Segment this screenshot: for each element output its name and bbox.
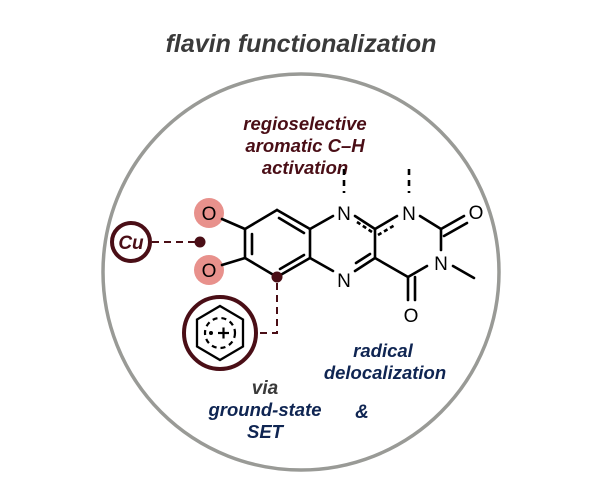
radical-line-2: delocalization	[324, 362, 446, 383]
atom-o4: O	[404, 306, 419, 327]
activation-line-2: aromatic C–H	[245, 135, 365, 156]
radical-line-1: radical	[353, 340, 414, 361]
activation-line-1: regioselective	[243, 113, 366, 134]
flavin-bonds	[220, 208, 476, 302]
atom-n1: N	[402, 204, 416, 225]
arene-radical-cation-icon	[182, 295, 258, 371]
atom-n10: N	[337, 204, 351, 225]
radical-label: radical delocalization	[324, 340, 446, 383]
atom-o2: O	[469, 203, 484, 224]
copper-label: Cu	[118, 233, 144, 254]
via-label: via	[252, 378, 279, 399]
ampersand-label: &	[355, 402, 369, 423]
copper-binding-dot	[194, 236, 206, 248]
atom-o-top: O	[202, 204, 217, 225]
atom-n5: N	[337, 271, 351, 292]
activation-label: regioselective aromatic C–H activation	[243, 113, 366, 178]
set-line-2: SET	[247, 421, 285, 442]
delocalized-bonds	[356, 220, 396, 237]
o-bottom-highlight	[194, 255, 224, 285]
atom-n3: N	[434, 254, 448, 275]
activation-line-3: activation	[262, 157, 348, 178]
activation-site-dot	[271, 271, 283, 283]
arene-dashed-link	[258, 283, 278, 334]
atom-o-bottom: O	[202, 261, 217, 282]
diagram-title: flavin functionalization	[166, 30, 437, 58]
copper-badge: Cu	[110, 221, 152, 263]
n-dashed-bonds	[342, 169, 411, 193]
set-label: ground-state SET	[207, 399, 321, 442]
o-top-highlight	[194, 198, 224, 228]
enclosure-circle	[101, 72, 501, 472]
set-line-1: ground-state	[207, 399, 321, 420]
